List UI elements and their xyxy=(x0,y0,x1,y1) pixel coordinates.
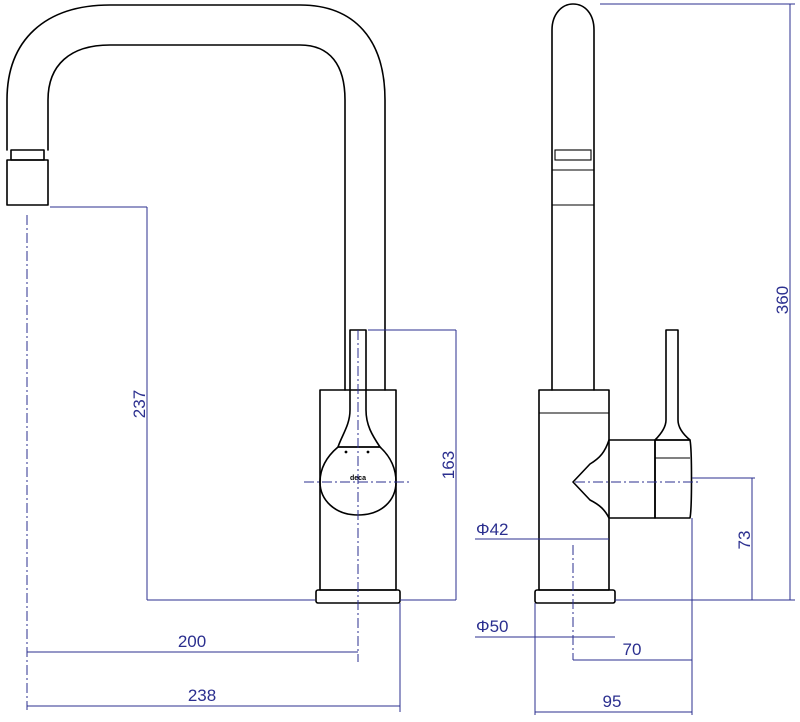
knob-dot-right xyxy=(366,450,370,454)
side-aerator-ring xyxy=(554,149,592,161)
dim-237-label: 237 xyxy=(130,390,149,418)
aerator xyxy=(6,159,49,206)
dim-238-label: 238 xyxy=(188,686,216,705)
spout-outer-contour xyxy=(6,4,386,391)
dim-70-label: 70 xyxy=(623,640,642,659)
side-base xyxy=(534,589,616,604)
dim-360-label: 360 xyxy=(773,286,792,314)
side-cartridge-housing xyxy=(572,439,656,519)
side-lever-handle xyxy=(654,329,691,441)
dim-diam42-label: Φ42 xyxy=(476,520,508,539)
aerator-ring xyxy=(10,149,45,161)
dim-95-label: 95 xyxy=(603,692,622,711)
knob-dot-left xyxy=(344,450,348,454)
front-view: deca 237 163 200 238 xyxy=(6,4,458,712)
side-cartridge-cap xyxy=(654,439,693,519)
side-spout-tube xyxy=(551,3,595,391)
dim-diam50-label: Φ50 xyxy=(476,617,508,636)
dim-200-label: 200 xyxy=(178,632,206,651)
dim-73-label: 73 xyxy=(735,531,754,550)
side-body xyxy=(538,389,610,591)
side-view: 360 73 Φ42 Φ50 70 95 xyxy=(475,3,795,715)
spout-inner-contour xyxy=(47,44,346,391)
dim-163-label: 163 xyxy=(439,451,458,479)
